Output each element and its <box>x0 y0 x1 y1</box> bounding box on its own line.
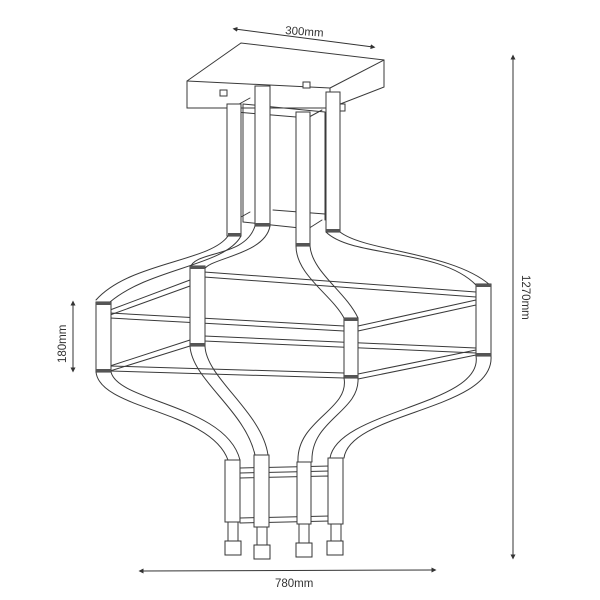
dimension-total-width: 780mm <box>138 567 437 590</box>
bulb-cap-icon <box>295 542 313 558</box>
bulb-cap-icon <box>326 540 344 556</box>
total-height-label: 1270mm <box>519 275 531 320</box>
canopy <box>186 42 385 112</box>
total-width-label: 780mm <box>275 578 313 590</box>
upper-cage <box>226 85 341 247</box>
canopy-screw-icon <box>339 103 346 112</box>
dimension-total-height: 1270mm <box>510 54 531 560</box>
dimension-ring-height: 180mm <box>57 300 76 373</box>
bulb-cap-icon <box>253 544 271 560</box>
bulb-cap-icon <box>224 540 242 556</box>
upper-arms <box>95 225 491 319</box>
lower-arms <box>95 345 492 463</box>
dimension-canopy-width: 300mm <box>232 25 376 50</box>
lower-cage <box>224 454 344 560</box>
main-frame <box>95 265 492 380</box>
canopy-screw-icon <box>302 81 311 89</box>
ring-height-label: 180mm <box>57 325 69 363</box>
canopy-screw-icon <box>219 89 228 97</box>
canopy-width-label: 300mm <box>285 25 324 40</box>
